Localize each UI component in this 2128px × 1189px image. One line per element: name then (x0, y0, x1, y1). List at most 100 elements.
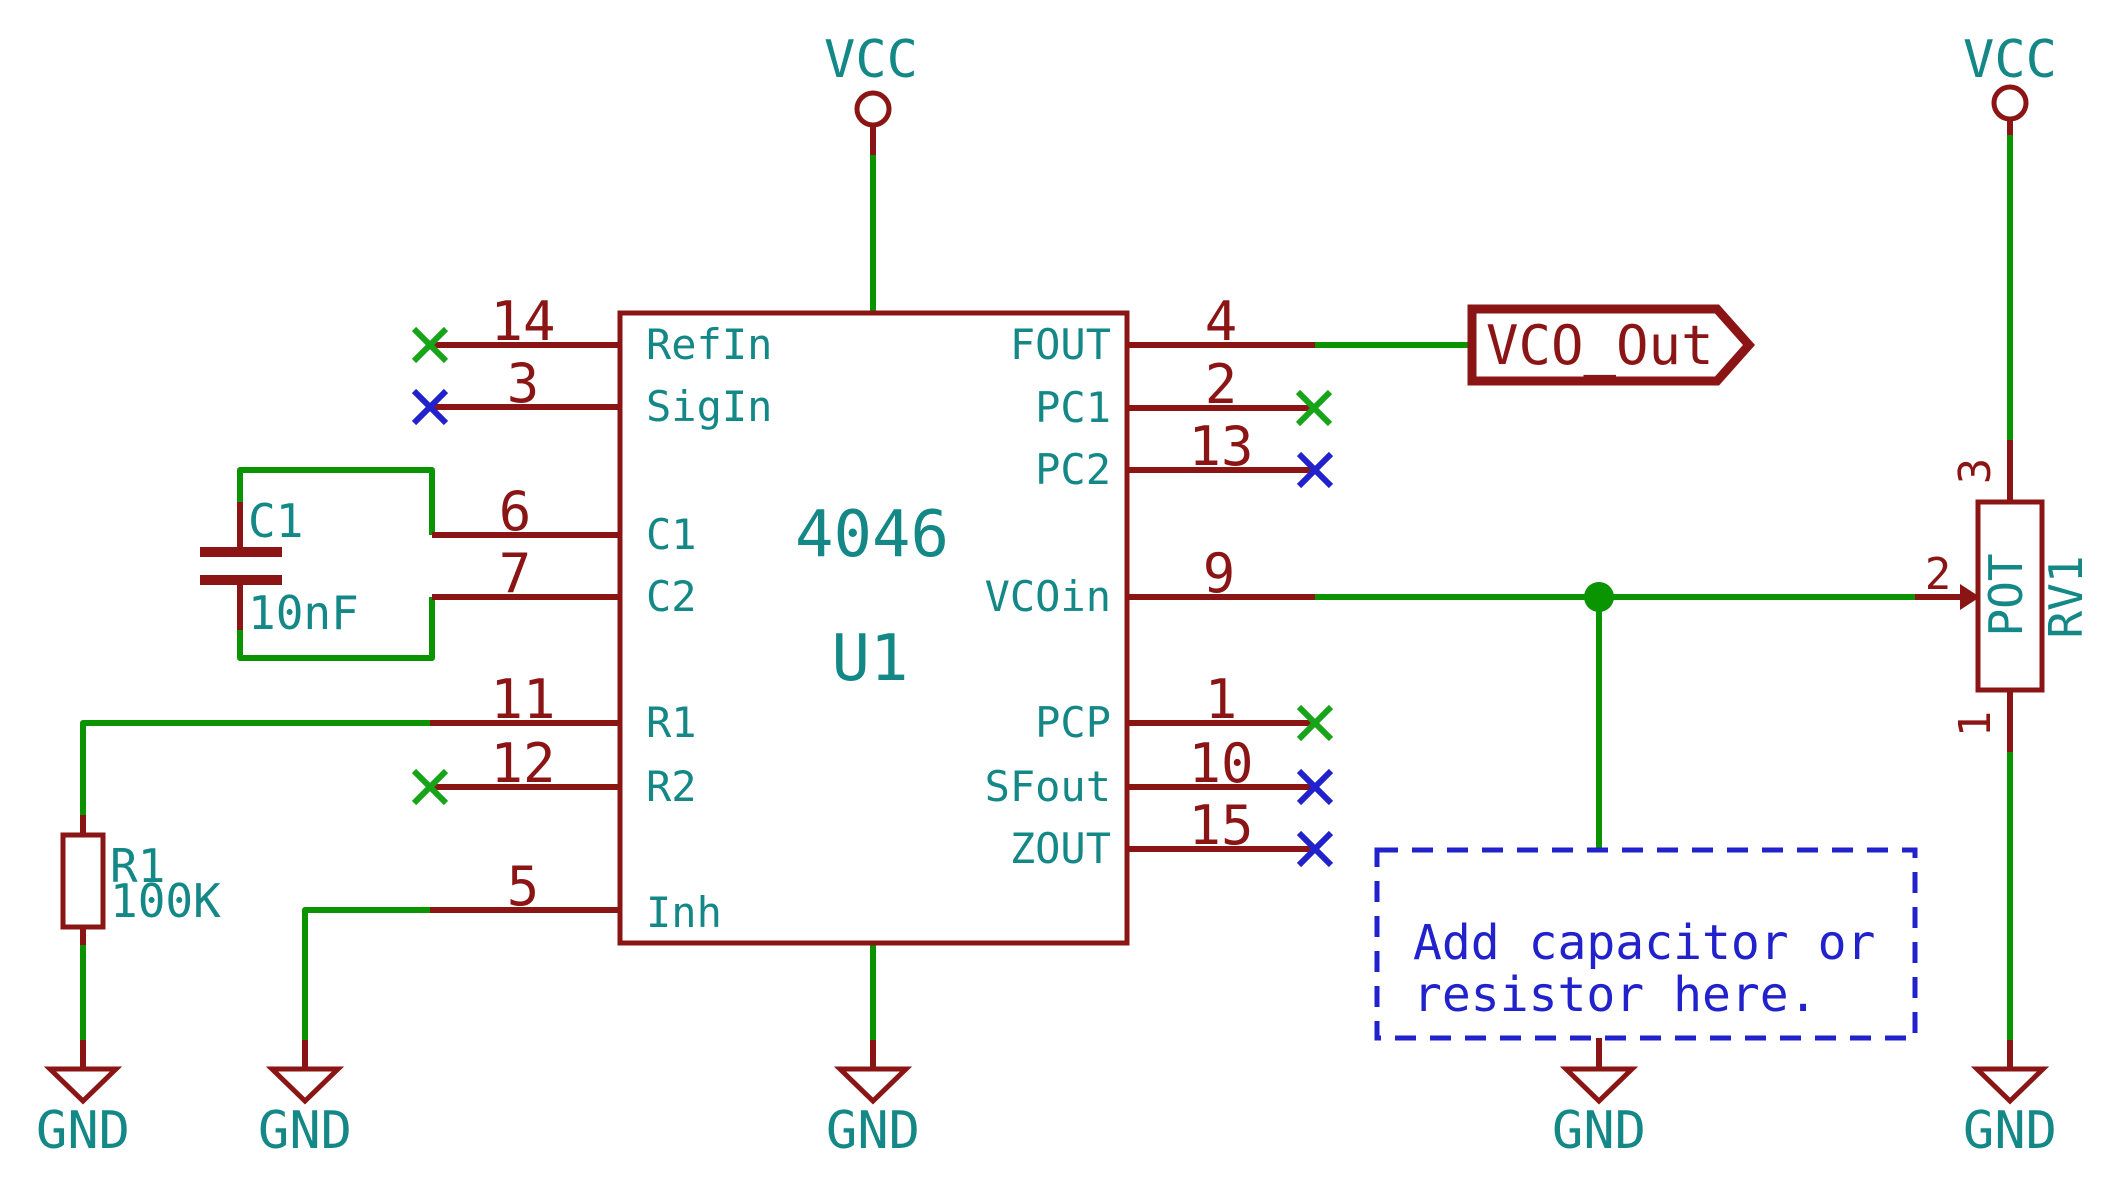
pot-wiper-arrow-icon (1960, 584, 1980, 610)
pin-label: C2 (646, 572, 697, 621)
pin-13-pc2: 13 PC2 (1035, 415, 1334, 494)
vcc-circle-icon (854, 90, 892, 128)
pin-number: 2 (1205, 353, 1238, 416)
pin-label: Inh (646, 888, 722, 937)
r1-value: 100K (110, 874, 221, 928)
pin-number: 14 (490, 290, 555, 353)
pot-pin2-number: 2 (1925, 549, 1952, 600)
no-connect-x-icon (1295, 389, 1333, 427)
junction-dot (1584, 582, 1614, 612)
pin-label: PCP (1035, 698, 1111, 747)
pin-14-refin: 14 RefIn (411, 290, 772, 369)
pin-number: 12 (490, 732, 555, 795)
pin-number: 4 (1205, 290, 1238, 353)
ic-body (617, 310, 1130, 946)
pin-number: 3 (507, 352, 540, 415)
no-connect-x-icon (1296, 768, 1334, 806)
gnd-label: GND (826, 1101, 920, 1161)
note-box-border (1374, 847, 1918, 1041)
gnd-label: GND (36, 1101, 130, 1161)
no-connect-x-icon (411, 388, 449, 426)
pin-label: ZOUT (1010, 824, 1111, 873)
pin-label: RefIn (646, 320, 772, 369)
vcc-circle-icon (1991, 84, 2029, 122)
pin-15-zout: 15 ZOUT (1010, 794, 1334, 873)
c1-reference: C1 (248, 494, 303, 548)
gnd-symbol-ic[interactable]: GND (826, 1040, 920, 1161)
r1-reference: R1 (110, 839, 165, 893)
no-connect-x-icon (411, 768, 449, 806)
pin-10-sfout: 10 SFout (985, 732, 1334, 811)
capacitor-c1[interactable]: C1 10nF (200, 494, 359, 640)
pin-number: 7 (499, 542, 532, 605)
rv1-reference: RV1 (2039, 555, 2093, 638)
pin-number: 11 (490, 668, 555, 731)
gnd-symbol-rv1[interactable]: GND (1963, 1040, 2057, 1161)
pin-number: 10 (1188, 732, 1253, 795)
wire-r1-net (80, 720, 430, 815)
gnd-triangle-icon (833, 1066, 913, 1105)
pin-number: 15 (1188, 794, 1253, 857)
pin-2-pc1: 2 PC1 (1035, 353, 1333, 432)
gnd-symbol-inh[interactable]: GND (258, 1040, 352, 1161)
gnd-symbol-r1[interactable]: GND (36, 1040, 130, 1161)
gnd-triangle-icon (1559, 1066, 1639, 1105)
pin-label: R2 (646, 762, 697, 811)
c1-value: 10nF (248, 586, 359, 640)
pot-pin3-number: 3 (1950, 458, 2001, 485)
power-flag-vcc-left[interactable]: VCC (824, 30, 918, 155)
global-label-text: VCO_Out (1486, 314, 1714, 377)
note-box[interactable]: Add capacitor or resistor here. (1374, 847, 1918, 1041)
gnd-label: GND (1963, 1101, 2057, 1161)
note-line-1: Add capacitor or (1413, 915, 1875, 971)
pin-label: PC1 (1035, 383, 1111, 432)
gnd-label: GND (1552, 1101, 1646, 1161)
pin-3-sigin: 3 SigIn (411, 352, 772, 431)
pin-label: PC2 (1035, 445, 1111, 494)
wire-c1-top-loop (237, 467, 435, 535)
wire-inh-net (302, 907, 430, 1040)
gnd-triangle-icon (43, 1066, 123, 1105)
vcc-label: VCC (1963, 30, 2057, 90)
pin-number: 13 (1188, 415, 1253, 478)
pin-6-c1: 6 C1 (432, 480, 697, 559)
res-body (60, 832, 106, 930)
pin-label: SigIn (646, 382, 772, 431)
resistor-r1[interactable]: R1 100K (60, 815, 221, 945)
pin-7-c2: 7 C2 (432, 542, 697, 621)
pin-11-r1: 11 R1 (430, 668, 697, 747)
gnd-triangle-icon (1970, 1066, 2050, 1105)
gnd-symbol-notebox[interactable]: GND (1552, 1038, 1646, 1161)
ic-reference: U1 (831, 622, 908, 696)
pin-label: R1 (646, 698, 697, 747)
pin-1-pcp: 1 PCP (1035, 668, 1334, 747)
no-connect-x-icon (1296, 830, 1334, 868)
potentiometer-rv1[interactable]: 3 2 1 POT RV1 (1915, 440, 2093, 752)
pin-number: 6 (499, 480, 532, 543)
vcc-label: VCC (824, 30, 918, 90)
pin-number: 9 (1203, 542, 1236, 605)
global-label-vco-out[interactable]: VCO_Out (1467, 304, 1756, 386)
pin-number: 1 (1205, 668, 1238, 731)
pin-number: 5 (507, 855, 540, 918)
rv1-value: POT (1979, 553, 2033, 636)
pot-pin1-number: 1 (1950, 711, 2001, 738)
power-flag-vcc-right[interactable]: VCC (1963, 30, 2057, 135)
net-wires (80, 135, 2013, 1040)
note-line-2: resistor here. (1413, 967, 1818, 1023)
ic-u1[interactable]: 4046 U1 14 RefIn 3 SigIn 6 C1 7 C2 11 (411, 290, 1334, 946)
pin-label: SFout (985, 762, 1111, 811)
no-connect-x-icon (1296, 451, 1334, 489)
wire-c1-bottom-loop (237, 597, 435, 661)
pin-9-vcoin: 9 VCOin (985, 542, 1315, 621)
no-connect-x-icon (1296, 704, 1334, 742)
pin-5-inh: 5 Inh (430, 855, 722, 937)
pin-label: VCOin (985, 572, 1111, 621)
gnd-triangle-icon (265, 1066, 345, 1105)
pin-label: C1 (646, 510, 697, 559)
global-label-outline (1467, 304, 1756, 386)
no-connect-x-icon (411, 326, 449, 364)
ic-value: 4046 (795, 498, 949, 572)
